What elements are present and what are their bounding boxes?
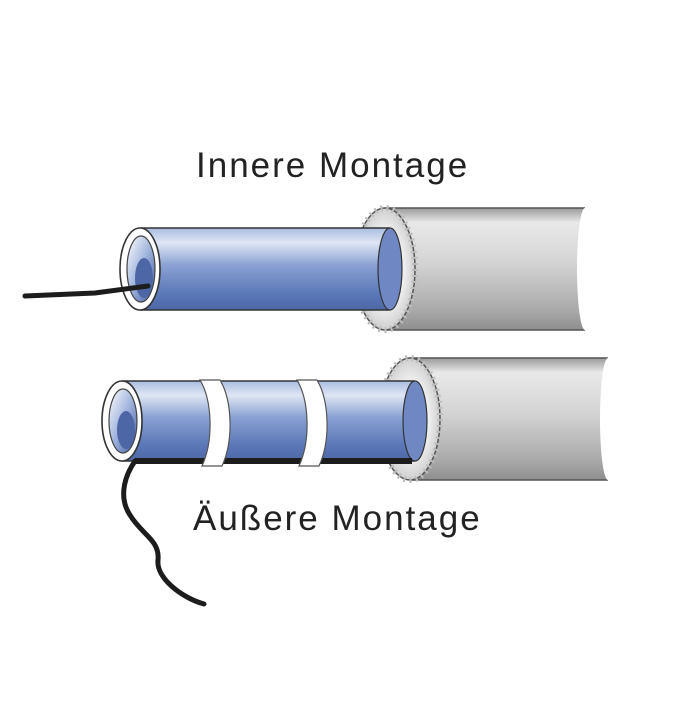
fixing-band-1 (198, 379, 231, 467)
inner-pipe-opening (119, 227, 161, 311)
label-outer-mounting: Äußere Montage (193, 499, 482, 538)
inner-blue-pipe (140, 227, 403, 311)
inner-mounting-pipe-assembly (22, 205, 593, 333)
outer-insulation-jacket (410, 357, 616, 481)
outer-blue-pipe (122, 380, 428, 462)
inner-insulation-jacket (385, 207, 593, 331)
outer-heating-cable-lead (121, 458, 207, 607)
fixing-band-2 (295, 379, 328, 467)
outer-mounting-pipe-assembly (101, 355, 616, 607)
outer-pipe-opening (101, 380, 143, 462)
inner-heating-cable (22, 283, 151, 299)
label-inner-mounting: Innere Montage (196, 146, 470, 185)
